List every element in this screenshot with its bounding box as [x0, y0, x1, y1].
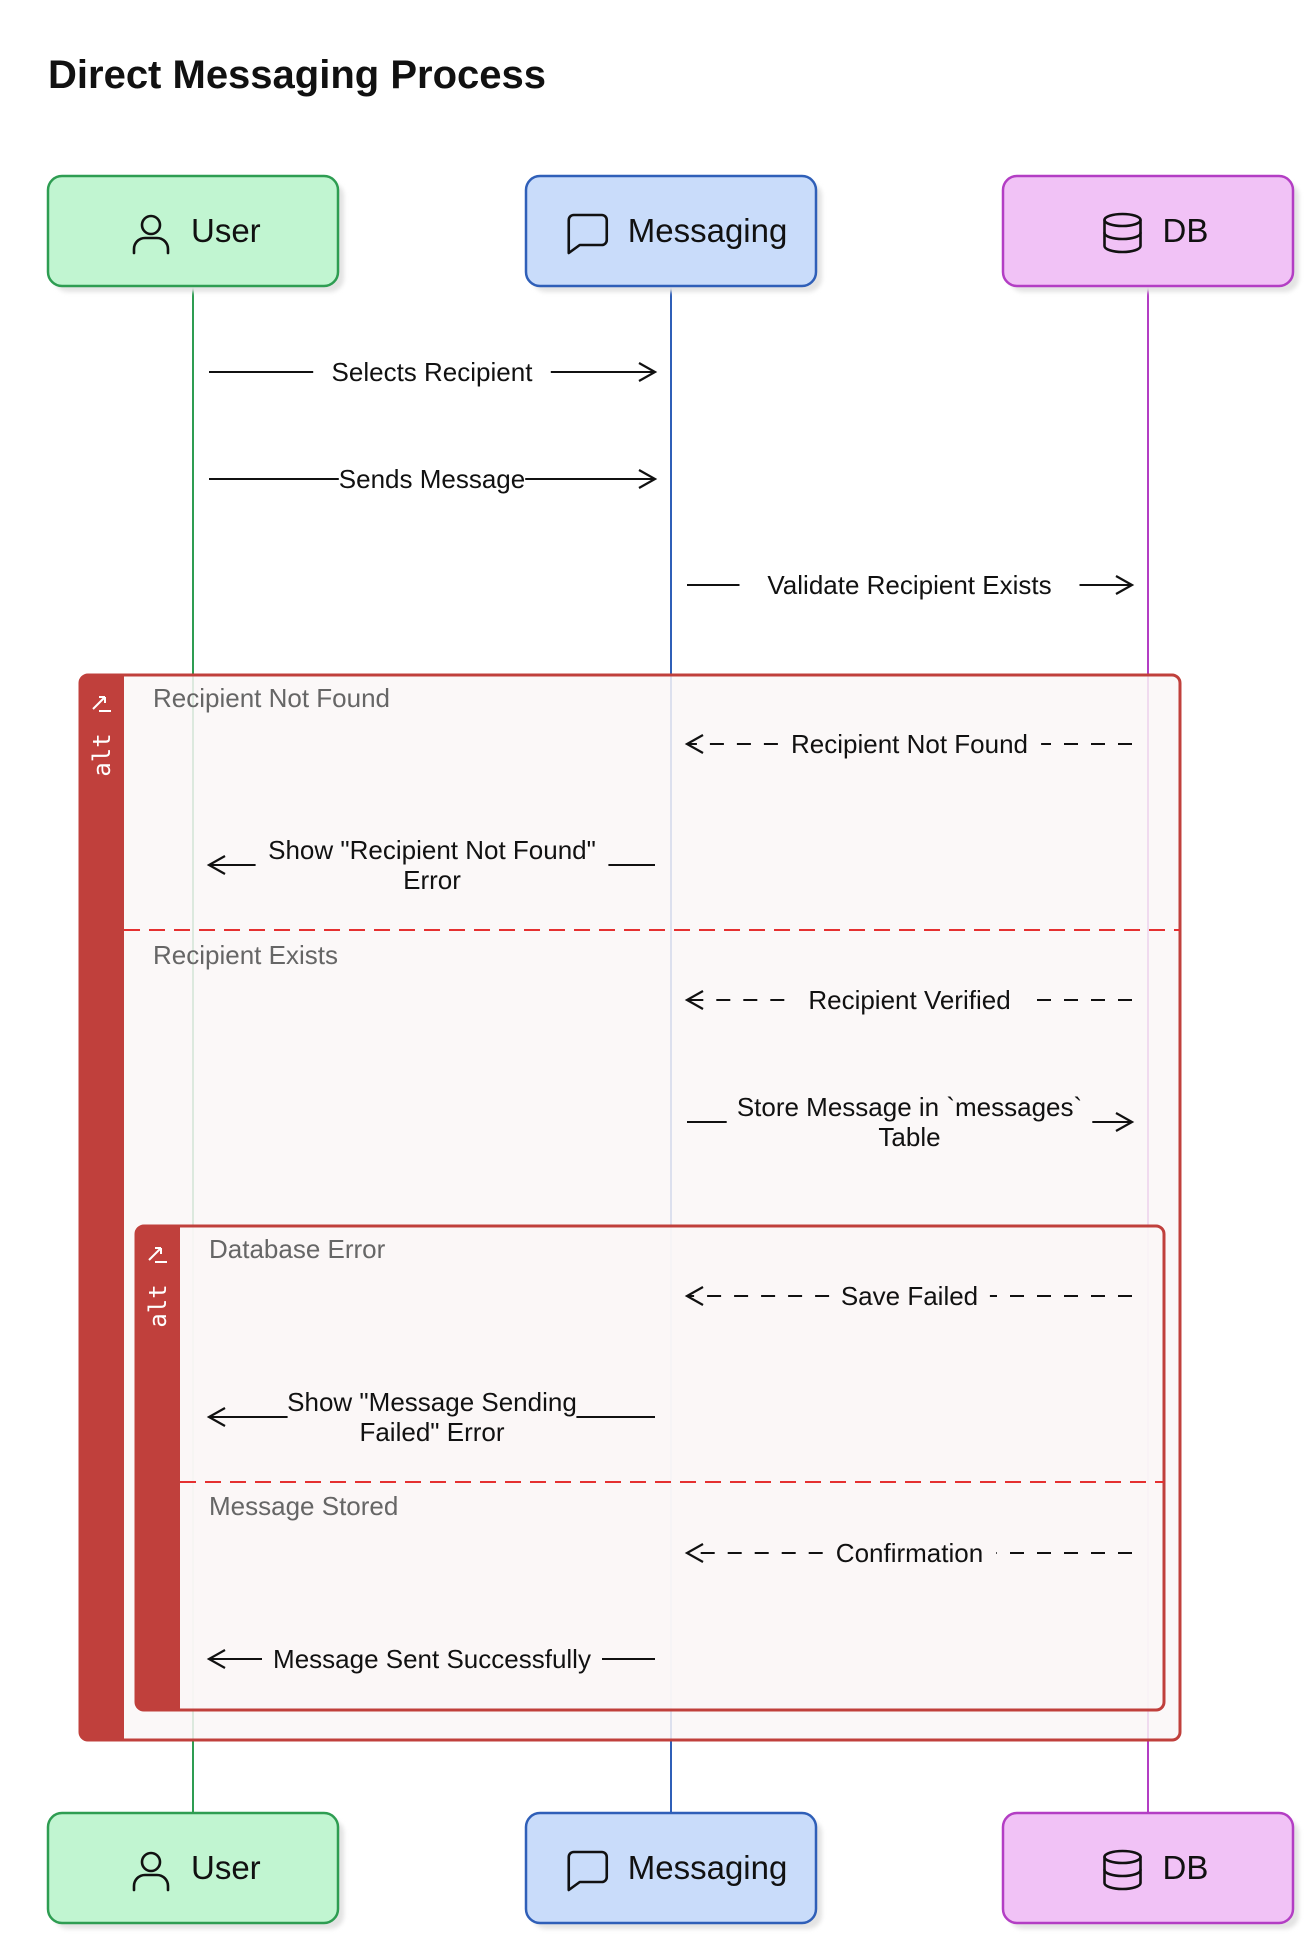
actor-name: User [191, 1849, 261, 1886]
arrowhead [684, 990, 704, 1010]
message-arrow: Recipient Verified [684, 985, 1132, 1015]
message-label: Recipient Verified [808, 985, 1010, 1015]
alt-tag: alt [88, 733, 116, 776]
message-label: Recipient Not Found [791, 729, 1028, 759]
arrowhead [684, 1543, 704, 1563]
message-arrow: Validate Recipient Exists [687, 570, 1135, 600]
message-label: Selects Recipient [332, 357, 534, 387]
arrowhead [206, 855, 226, 875]
arrowhead [206, 1407, 226, 1427]
message-arrow: Message Sent Successfully [206, 1644, 655, 1674]
expand-icon[interactable] [92, 696, 111, 712]
arrowhead [638, 469, 658, 489]
actor-name: DB [1163, 212, 1209, 249]
message-label: Validate Recipient Exists [767, 570, 1051, 600]
actor-box [1001, 174, 1295, 288]
message-label: Save Failed [841, 1281, 978, 1311]
message-icon [567, 213, 609, 255]
user-actor-bottom[interactable]: User [46, 1811, 344, 1929]
alt-section-label: Recipient Exists [153, 940, 338, 970]
user-actor-top[interactable]: User [46, 174, 344, 292]
alt-tag: alt [144, 1284, 172, 1327]
message-label: Show "Message Sending [287, 1387, 577, 1417]
message-arrow: Sends Message [209, 464, 658, 494]
alt-frame-tab [80, 675, 124, 1740]
message-label: Error [403, 865, 461, 895]
actor-box [524, 1811, 818, 1925]
message-arrow: Selects Recipient [209, 357, 658, 387]
alt-section-label: Database Error [209, 1234, 386, 1264]
arrowhead [1115, 1112, 1135, 1132]
alt-section-label: Message Stored [209, 1491, 398, 1521]
message-arrow: Store Message in `messages`Table [687, 1092, 1135, 1152]
message-arrow: Recipient Not Found [684, 729, 1132, 759]
message-label: Failed" Error [359, 1417, 504, 1447]
actor-name: User [191, 212, 261, 249]
message-label: Table [878, 1122, 940, 1152]
arrowhead [684, 1286, 704, 1306]
actor-box [46, 174, 340, 288]
db-actor-top[interactable]: DB [1001, 174, 1299, 292]
database-icon [1103, 212, 1142, 254]
diagram-title: Direct Messaging Process [48, 53, 546, 97]
actor-name: Messaging [628, 212, 788, 249]
arrowhead [638, 362, 658, 382]
message-arrow: Confirmation [684, 1538, 1132, 1568]
arrowhead [684, 734, 704, 754]
database-icon [1103, 1849, 1142, 1891]
actor-box [524, 174, 818, 288]
alt-frame-border [134, 1224, 1166, 1712]
message-label: Confirmation [836, 1538, 983, 1568]
message-label: Message Sent Successfully [273, 1644, 591, 1674]
actor-name: Messaging [628, 1849, 788, 1886]
person-icon [132, 214, 170, 255]
message-label: Store Message in `messages` [737, 1092, 1082, 1122]
alt-section-label: Recipient Not Found [153, 683, 390, 713]
messaging-actor-bottom[interactable]: Messaging [524, 1811, 822, 1929]
actor-box [46, 1811, 340, 1925]
arrowhead [206, 1649, 226, 1669]
message-arrow: Show "Recipient Not Found"Error [206, 835, 655, 895]
alt-frame-tab [136, 1226, 180, 1710]
expand-icon[interactable] [148, 1247, 167, 1263]
message-arrow: Save Failed [684, 1281, 1132, 1311]
db-actor-bottom[interactable]: DB [1001, 1811, 1299, 1929]
message-label: Show "Recipient Not Found" [268, 835, 596, 865]
actor-name: DB [1163, 1849, 1209, 1886]
message-icon [567, 1850, 609, 1892]
person-icon [132, 1851, 170, 1892]
arrowhead [1115, 575, 1135, 595]
messaging-actor-top[interactable]: Messaging [524, 174, 822, 292]
actor-box [1001, 1811, 1295, 1925]
message-label: Sends Message [339, 464, 525, 494]
